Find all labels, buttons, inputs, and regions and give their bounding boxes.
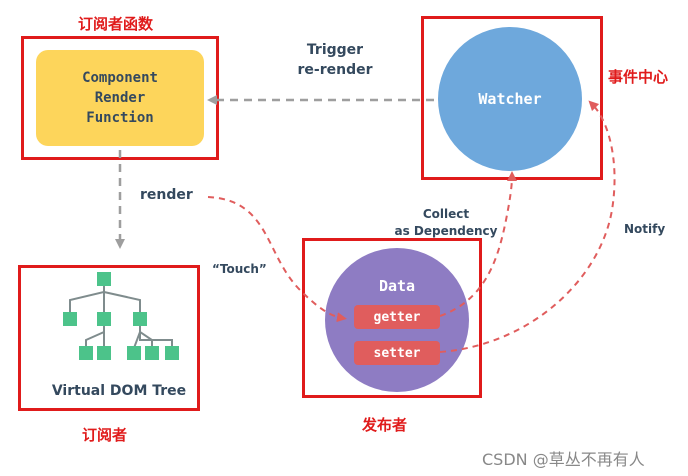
- publisher-label: 发布者: [362, 416, 408, 434]
- data-title: Data: [378, 277, 416, 295]
- subscriber-label: 订阅者: [82, 426, 128, 444]
- collect-label-line2: as Dependency: [394, 224, 498, 238]
- component-frame: [21, 36, 219, 160]
- csdn-watermark: CSDN @草丛不再有人: [482, 450, 645, 469]
- vdom-label: Virtual DOM Tree: [51, 383, 187, 399]
- component-render-function-box: Component Render Function: [36, 50, 204, 146]
- subscriber-function-label: 订阅者函数: [78, 15, 154, 33]
- event-center-label: 事件中心: [608, 68, 669, 86]
- touch-label: “Touch”: [212, 262, 267, 276]
- vdom-tree-icon: [69, 284, 173, 349]
- notify-label: Notify: [624, 222, 666, 236]
- watcher-label: Watcher: [478, 90, 542, 108]
- data-frame: [302, 238, 482, 398]
- collect-label-line1: Collect: [422, 207, 470, 221]
- render-label: render: [140, 187, 193, 203]
- touch-arrow: [207, 196, 347, 323]
- trigger-label-line1: Trigger: [306, 42, 364, 58]
- setter-pill: setter: [354, 341, 440, 365]
- vdom-tree-nodes: [63, 272, 179, 360]
- collect-dependency-arrow: [439, 171, 517, 317]
- notify-arrow: [439, 100, 616, 353]
- trigger-label-line2: re-render: [297, 62, 373, 78]
- component-label-line1: Component: [82, 70, 158, 86]
- getter-pill: getter: [354, 305, 440, 329]
- component-label-line3: Function: [86, 110, 154, 126]
- watcher-circle: [438, 27, 582, 171]
- component-label-line2: Render: [94, 90, 146, 106]
- vdom-frame: [18, 265, 200, 411]
